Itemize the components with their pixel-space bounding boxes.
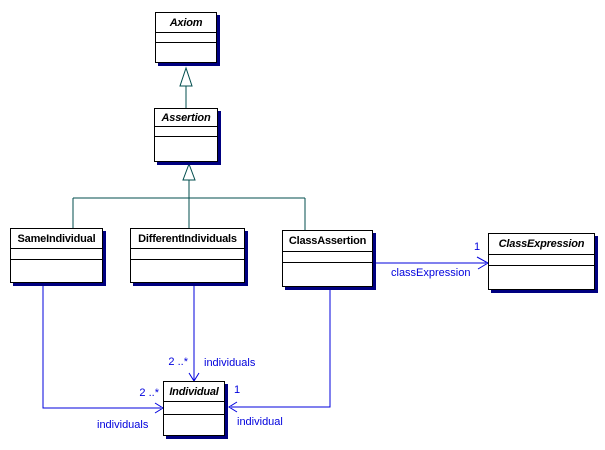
attributes-compartment — [156, 33, 216, 43]
class-individual[interactable]: Individual — [163, 381, 225, 436]
attributes-compartment — [489, 255, 594, 266]
association-line-classassertion-individual — [231, 287, 331, 408]
multiplicity-label: 1 — [474, 241, 481, 253]
association-arrow-icon — [228, 401, 238, 413]
class-assertion[interactable]: Assertion — [154, 108, 218, 162]
attributes-compartment — [11, 249, 102, 260]
class-name: DifferentIndividuals — [131, 229, 244, 249]
class-name: ClassAssertion — [283, 231, 372, 252]
class-classassertion[interactable]: ClassAssertion — [282, 230, 373, 287]
class-differentindividuals[interactable]: DifferentIndividuals — [130, 228, 245, 283]
attributes-compartment — [164, 402, 224, 415]
attributes-compartment — [131, 249, 244, 260]
role-label: classExpression — [391, 267, 471, 279]
class-name: SameIndividual — [11, 229, 102, 249]
generalization-arrow-icon — [182, 162, 196, 181]
role-label: individual — [237, 416, 283, 428]
class-sameindividual[interactable]: SameIndividual — [10, 228, 103, 283]
role-label: individuals — [97, 419, 149, 431]
class-name: Individual — [164, 382, 224, 402]
class-axiom[interactable]: Axiom — [155, 12, 217, 63]
attributes-compartment — [155, 127, 217, 137]
multiplicity-label: 2 ..* — [139, 387, 159, 399]
class-name: ClassExpression — [489, 234, 594, 255]
generalization-arrow-icon — [179, 66, 193, 87]
class-classexpression[interactable]: ClassExpression — [488, 233, 595, 290]
class-name: Axiom — [156, 13, 216, 33]
role-label: individuals — [204, 357, 256, 369]
attributes-compartment — [283, 252, 372, 263]
multiplicity-label: 2 ..* — [168, 356, 188, 368]
multiplicity-label: 1 — [234, 384, 241, 396]
class-name: Assertion — [155, 109, 217, 127]
association-line-sameindividual-individual — [42, 283, 161, 409]
